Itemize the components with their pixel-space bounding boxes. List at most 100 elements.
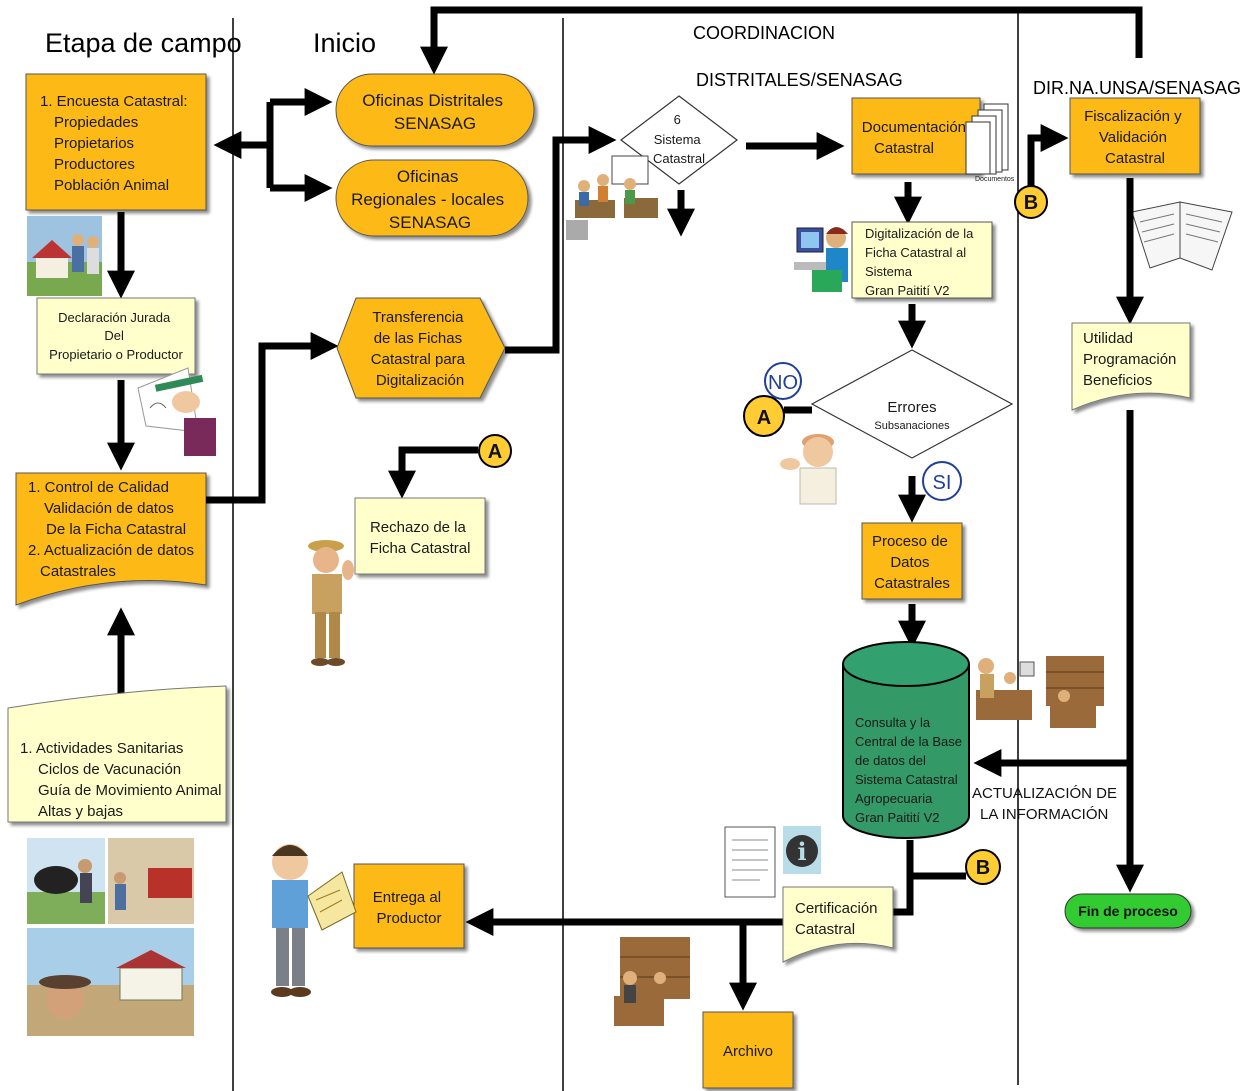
lane-separators <box>232 10 1019 1091</box>
transferencia-line-3: Catastral para <box>371 351 466 368</box>
fiscalizacion-line-1: Fiscalización y <box>1084 108 1182 125</box>
entrega-line-2: Productor <box>376 910 441 927</box>
encuesta-line-4: Productores <box>54 156 135 173</box>
oficinas-regionales-line-2: Regionales - locales <box>351 190 504 209</box>
node-proceso <box>861 522 963 600</box>
base-datos-line-4: Sistema Catastral <box>855 772 958 787</box>
node-encuesta <box>25 73 207 211</box>
oficinas-distritales-line-2: SENASAG <box>394 114 476 133</box>
certificacion-line-2: Catastral <box>795 921 855 938</box>
digitalizacion-line-1: Digitalización de la <box>865 226 974 241</box>
field-survey-illustration <box>27 216 102 296</box>
digitalizacion-line-3: Sistema <box>865 264 913 279</box>
certificate-icon <box>724 826 776 898</box>
base-datos-line-1: Consulta y la <box>855 715 931 730</box>
node-utilidad <box>1071 322 1191 411</box>
node-oficinas-regionales <box>335 159 529 237</box>
transferencia-line-2: de las Fichas <box>374 330 462 347</box>
connector-b-db: B <box>965 849 1001 885</box>
svg-text:1. Actividades Sanitarias: 1. Actividades Sanitarias Ciclos de Vacu… <box>20 740 226 820</box>
proceso-line-3: Catastrales <box>874 575 950 592</box>
node-transferencia <box>336 297 506 399</box>
node-certificacion <box>782 886 894 963</box>
encuesta-line-3: Propietarios <box>54 135 134 152</box>
lane-title-dirnaunsa: DIR.NA.UNSA/SENASAG <box>1033 78 1241 98</box>
node-sistema <box>620 95 738 185</box>
svg-text:1. Encuesta Catastral: Pro: 1. Encuesta Catastral: Propiedades Propi… <box>40 93 192 194</box>
svg-text:Declaración Jurada Del: Declaración Jurada Del Propietario o Pro… <box>49 310 183 362</box>
utilidad-line-1: Utilidad <box>1083 330 1133 347</box>
lane-title-coordinacion: COORDINACION <box>693 23 835 43</box>
actualizacion-line-2: LA INFORMACIÓN <box>980 806 1108 823</box>
fiscalizacion-line-2: Validación <box>1099 129 1167 146</box>
base-datos-line-5: Agropecuaria <box>855 791 933 806</box>
sistema-line-1: 6 <box>674 112 681 127</box>
proceso-line-2: Datos <box>890 554 929 571</box>
utilidad-line-2: Programación <box>1083 351 1176 368</box>
book-illustration <box>1131 201 1233 271</box>
base-datos-line-3: de datos del <box>855 753 926 768</box>
node-declaracion <box>36 297 196 375</box>
lane-title-etapa-campo: Etapa de campo <box>45 28 242 58</box>
svg-text:B: B <box>1024 192 1038 214</box>
arrow-basedatos-certificacion <box>893 840 914 916</box>
node-errores <box>810 349 1014 459</box>
actividades-line-4: Altas y bajas <box>38 803 123 820</box>
declaracion-line-1: Declaración Jurada <box>58 310 171 325</box>
oficinas-distritales-line-1: Oficinas Distritales <box>362 91 503 110</box>
svg-text:6 Sistema Catastral: 6 Sistema Catastral <box>653 112 705 166</box>
meeting-illustration <box>566 155 658 240</box>
certificacion-line-1: Certificación <box>795 900 878 917</box>
node-archivo <box>702 1011 794 1089</box>
utilidad-line-3: Beneficios <box>1083 372 1152 389</box>
actualizacion-line-1: ACTUALIZACIÓN DE <box>972 785 1117 802</box>
node-documentacion <box>851 97 981 175</box>
node-digitalizacion <box>851 221 993 299</box>
errores-line-1: Errores <box>887 399 936 416</box>
oficinas-regionales-line-1: Oficinas <box>397 167 458 186</box>
proceso-line-1: Proceso de <box>872 533 948 550</box>
base-datos-line-2: Central de la Base <box>855 734 962 749</box>
control-line-5: Catastrales <box>40 563 116 580</box>
arrow-control-transferencia <box>206 332 339 504</box>
node-oficinas-distritales <box>335 73 535 147</box>
farmer-stop-illustration <box>308 540 354 666</box>
documentacion-line-2: Catastral <box>874 140 934 157</box>
node-control <box>15 472 207 606</box>
svg-text:B: B <box>976 857 990 879</box>
svg-text:i: i <box>797 837 806 866</box>
declaracion-line-2: Del <box>104 328 124 343</box>
signing-hand-illustration <box>137 367 216 456</box>
actividades-line-2: Ciclos de Vacunación <box>38 761 181 778</box>
encuesta-line-1: 1. Encuesta Catastral: <box>40 93 188 110</box>
encuesta-line-5: Población Animal <box>54 177 169 194</box>
control-line-2: Validación de datos <box>44 500 174 517</box>
svg-text:Consulta y la Central de l: Consulta y la Central de la Base de dato… <box>855 715 966 825</box>
connector-a-errores: A <box>743 395 785 437</box>
svg-text:Errores: Errores <box>887 399 936 416</box>
svg-text:Oficinas Regionales - loca: Oficinas Regionales - locales SENASAG <box>351 167 509 232</box>
office-illustration-right <box>976 656 1104 728</box>
svg-text:Proceso de Datos Catas: Proceso de Datos Catastrales <box>872 533 952 592</box>
documentos-caption: Documentos <box>975 176 1015 183</box>
sistema-line-2: Sistema <box>654 132 702 147</box>
svg-text:Oficinas Distritales SENAS: Oficinas Distritales SENASAG <box>362 91 508 133</box>
svg-text:Fiscalización y Validación: Fiscalización y Validación Catastral <box>1084 108 1186 167</box>
svg-text:NO: NO <box>768 372 798 394</box>
lane-title-inicio: Inicio <box>313 28 376 58</box>
control-line-1: 1. Control de Calidad <box>28 479 169 496</box>
svg-text:Utilidad Programación: Utilidad Programación Beneficios <box>1083 330 1181 389</box>
svg-text:Transferencia de las Ficha: Transferencia de las Fichas Catastral pa… <box>371 309 469 389</box>
rechazo-line-1: Rechazo de la <box>370 519 467 536</box>
node-fin <box>1064 893 1192 929</box>
archivo-label: Archivo <box>723 1043 773 1060</box>
connector-a-inicio: A <box>478 434 512 468</box>
vaccination-illustrations <box>27 838 194 1036</box>
svg-text:Entrega al Productor: Entrega al Productor <box>373 889 446 927</box>
arrow-transferencia-sistema <box>505 126 617 354</box>
actividades-line-3: Guía de Movimiento Animal <box>38 782 221 799</box>
office-illustration-left <box>614 937 690 1026</box>
rechazo-line-2: Ficha Catastral <box>370 540 471 557</box>
badge-si: SI <box>922 461 962 501</box>
